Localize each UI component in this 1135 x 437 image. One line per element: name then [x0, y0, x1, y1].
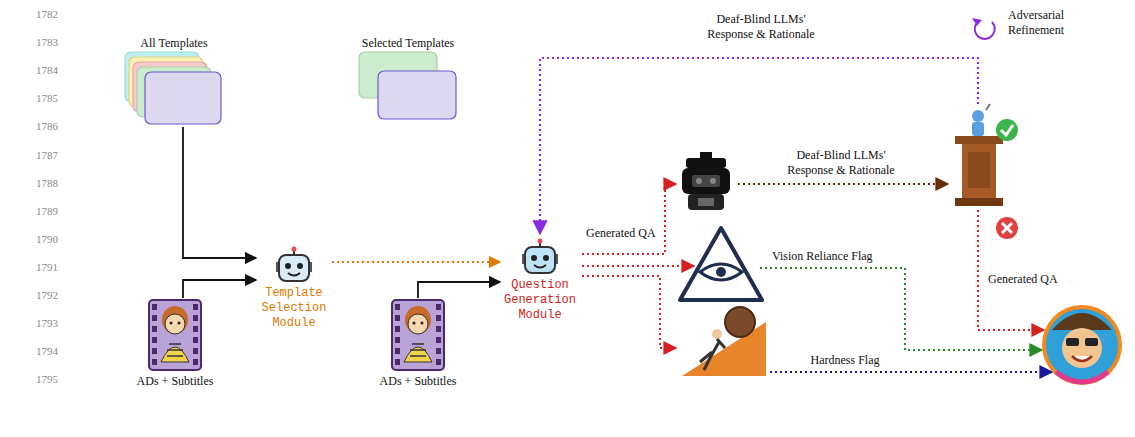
line-number: 1783 — [8, 36, 58, 50]
flow-label: Vision Reliance Flag — [772, 249, 902, 264]
template-stack — [124, 51, 224, 127]
line-number: 1789 — [8, 205, 58, 219]
input-source: ADs + Subtitles — [125, 298, 225, 389]
node-label: ADs + Subtitles — [137, 374, 214, 389]
line-number: 1791 — [8, 261, 58, 275]
flow-label: Hardness Flag — [790, 353, 900, 368]
input-arrow — [183, 280, 256, 298]
line-number: 1795 — [8, 373, 58, 387]
robot-icon — [520, 238, 560, 276]
line-number: 1782 — [8, 8, 58, 22]
node-label: ADs + Subtitles — [380, 374, 457, 389]
flag-line — [770, 371, 1052, 373]
node-label: All Templates — [140, 36, 207, 51]
node-label: Selected Templates — [362, 36, 455, 51]
line-number: 1793 — [8, 317, 58, 331]
line-number: 1784 — [8, 64, 58, 78]
flow-label: Adversarial Refinement — [996, 8, 1076, 38]
flow-label: Deaf-Blind LLMs' Response & Rationale — [700, 12, 822, 42]
template-pool: All Templates — [118, 36, 230, 127]
feedback-line — [540, 58, 978, 234]
module: Template Selection Module — [256, 246, 332, 331]
judge-podium-icon — [955, 104, 1003, 206]
line-number: 1787 — [8, 149, 58, 163]
flow-label: Generated QA — [586, 226, 666, 241]
line-number: 1794 — [8, 345, 58, 359]
template-stack — [358, 51, 458, 121]
line-number: 1788 — [8, 177, 58, 191]
input-arrow — [183, 127, 256, 258]
module: Question Generation Module — [500, 238, 580, 323]
response-line — [738, 183, 948, 185]
flow-label: Generated QA — [988, 272, 1068, 287]
node-label: Question Generation Module — [500, 278, 580, 323]
vision-eye-icon — [680, 228, 762, 300]
line-number: 1785 — [8, 92, 58, 106]
reject-cross — [996, 217, 1018, 239]
template-flow — [332, 261, 500, 263]
qa-line — [582, 265, 694, 267]
qa-line — [582, 184, 676, 254]
node-label: Template Selection Module — [258, 286, 330, 331]
flow-label: Deaf-Blind LLMs' Response & Rationale — [780, 148, 902, 178]
accept-check — [996, 119, 1018, 141]
llm-robot-icon — [682, 152, 730, 210]
input-source: ADs + Subtitles — [368, 298, 468, 389]
line-number: 1790 — [8, 233, 58, 247]
ad-icon — [147, 298, 203, 372]
refinement-loop-icon — [972, 18, 995, 39]
line-number: 1792 — [8, 289, 58, 303]
input-arrow — [418, 282, 500, 298]
template-pool: Selected Templates — [352, 36, 464, 121]
line-number: 1786 — [8, 120, 58, 134]
robot-icon — [274, 246, 314, 284]
benchmark-avatar — [1044, 307, 1120, 383]
ad-icon — [390, 298, 446, 372]
hardness-icon — [682, 307, 766, 376]
qa-line — [978, 210, 1044, 330]
qa-line — [582, 276, 676, 348]
